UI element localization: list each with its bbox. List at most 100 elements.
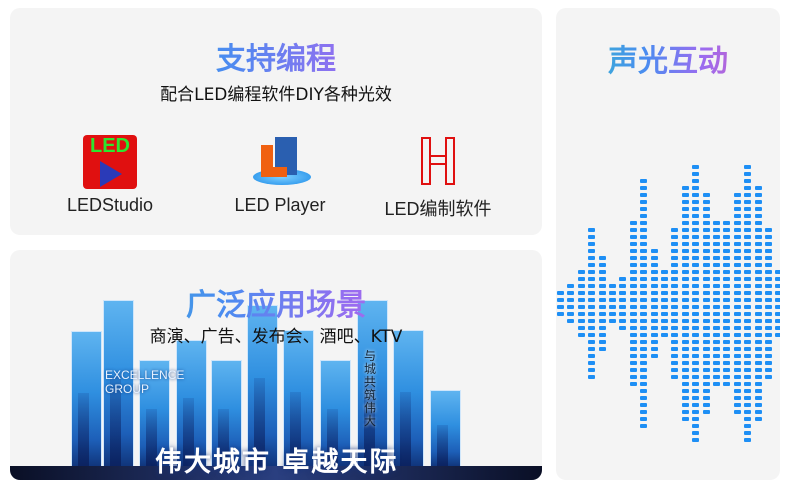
equalizer-cell: [619, 277, 627, 281]
equalizer-cell: [692, 340, 700, 344]
software-label: LEDStudio: [66, 195, 154, 215]
equalizer-cell: [723, 256, 731, 260]
equalizer-cell: [557, 298, 564, 302]
equalizer-cell: [754, 361, 762, 365]
equalizer-cell: [723, 382, 731, 386]
equalizer-cell: [702, 326, 710, 330]
equalizer-cell: [671, 242, 679, 246]
equalizer-cell: [629, 242, 637, 246]
equalizer-cell: [681, 193, 689, 197]
equalizer-cell: [640, 249, 648, 253]
equalizer-cell: [702, 235, 710, 239]
equalizer-cell: [754, 368, 762, 372]
equalizer-cell: [723, 305, 731, 309]
equalizer-cell: [671, 284, 679, 288]
equalizer-cell: [744, 396, 752, 400]
equalizer-cell: [744, 228, 752, 232]
equalizer-cell: [754, 305, 762, 309]
equalizer-cell: [754, 403, 762, 407]
equalizer-cell: [733, 256, 741, 260]
equalizer-cell: [723, 319, 731, 323]
equalizer-cell: [733, 326, 741, 330]
equalizer-cell: [692, 298, 700, 302]
equalizer-cell: [775, 277, 780, 281]
equalizer-cell: [661, 291, 668, 295]
equalizer-cell: [629, 354, 637, 358]
equalizer-cell: [640, 326, 648, 330]
equalizer-cell: [713, 340, 720, 344]
display-tower: [430, 390, 461, 468]
equalizer-cell: [567, 291, 575, 295]
programming-card: 支持编程 配合LED编程软件DIY各种光效 LED LEDStudio LED …: [10, 8, 542, 235]
equalizer-cell: [702, 277, 710, 281]
equalizer-cell: [567, 284, 575, 288]
display-tower: [357, 300, 388, 468]
equalizer-cell: [723, 333, 731, 337]
equalizer-cell: [713, 221, 720, 225]
equalizer-cell: [598, 305, 606, 309]
equalizer-cell: [650, 263, 658, 267]
programming-subtitle: 配合LED编程软件DIY各种光效: [160, 85, 392, 105]
equalizer-cell: [713, 235, 720, 239]
equalizer-cell: [598, 263, 606, 267]
equalizer-cell: [650, 277, 658, 281]
equalizer-cell: [733, 354, 741, 358]
equalizer-cell: [567, 312, 575, 316]
equalizer-cell: [650, 270, 658, 274]
equalizer-cell: [702, 305, 710, 309]
equalizer-cell: [733, 284, 741, 288]
equalizer-cell: [744, 438, 752, 442]
equalizer-cell: [733, 340, 741, 344]
equalizer-cell: [733, 242, 741, 246]
equalizer-cell: [775, 312, 780, 316]
equalizer-cell: [671, 375, 679, 379]
equalizer-cell: [629, 347, 637, 351]
equalizer-cell: [733, 403, 741, 407]
equalizer-cell: [619, 298, 627, 302]
equalizer-cell: [681, 200, 689, 204]
equalizer-cell: [640, 375, 648, 379]
equalizer-cell: [692, 424, 700, 428]
equalizer-cell: [733, 389, 741, 393]
equalizer-cell: [702, 291, 710, 295]
equalizer-cell: [588, 354, 596, 358]
equalizer-cell: [598, 326, 606, 330]
equalizer-cell: [765, 291, 772, 295]
equalizer-cell: [588, 333, 596, 337]
equalizer-cell: [671, 305, 679, 309]
equalizer-cell: [640, 340, 648, 344]
equalizer-cell: [713, 368, 720, 372]
equalizer-cell: [588, 319, 596, 323]
equalizer-cell: [640, 242, 648, 246]
equalizer-cell: [723, 263, 731, 267]
equalizer-cell: [640, 368, 648, 372]
equalizer-cell: [661, 305, 668, 309]
equalizer-cell: [692, 249, 700, 253]
equalizer-cell: [733, 375, 741, 379]
equalizer-cell: [640, 277, 648, 281]
equalizer-cell: [702, 410, 710, 414]
equalizer-cell: [692, 396, 700, 400]
equalizer-cell: [681, 361, 689, 365]
equalizer-cell: [671, 333, 679, 337]
equalizer-cell: [588, 375, 596, 379]
equalizer-cell: [681, 340, 689, 344]
equalizer-cell: [640, 361, 648, 365]
equalizer-cell: [609, 319, 616, 323]
equalizer-cell: [754, 256, 762, 260]
equalizer-cell: [588, 256, 596, 260]
equalizer-cell: [640, 284, 648, 288]
equalizer-cell: [754, 277, 762, 281]
equalizer-cell: [692, 326, 700, 330]
equalizer-cell: [744, 207, 752, 211]
equalizer-cell: [588, 305, 596, 309]
equalizer-cell: [765, 375, 772, 379]
equalizer-cell: [744, 242, 752, 246]
equalizer-cell: [577, 326, 585, 330]
equalizer-cell: [588, 263, 596, 267]
equalizer-cell: [723, 312, 731, 316]
equalizer-cell: [650, 319, 658, 323]
equalizer-cell: [713, 256, 720, 260]
h-logo-icon: [411, 135, 465, 189]
equalizer-cell: [598, 319, 606, 323]
